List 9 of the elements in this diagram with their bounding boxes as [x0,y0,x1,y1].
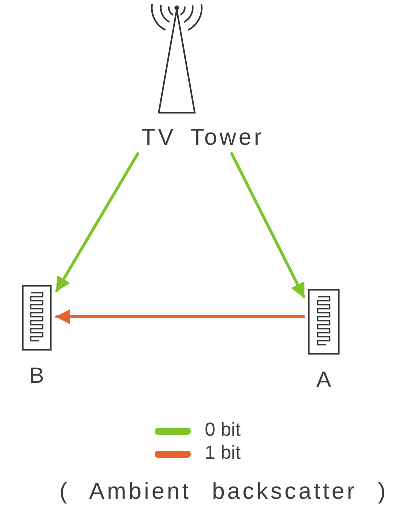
caption: ( Ambient backscatter ) [60,477,388,505]
arrow [56,152,140,292]
legend-label: 0 bit [205,420,241,442]
arrow [230,152,306,298]
node-label: A [316,367,332,393]
node-label: B [30,363,44,389]
node-label: TV Tower [142,124,264,150]
legend-label: 1 bit [205,443,241,465]
arrow [56,310,306,324]
